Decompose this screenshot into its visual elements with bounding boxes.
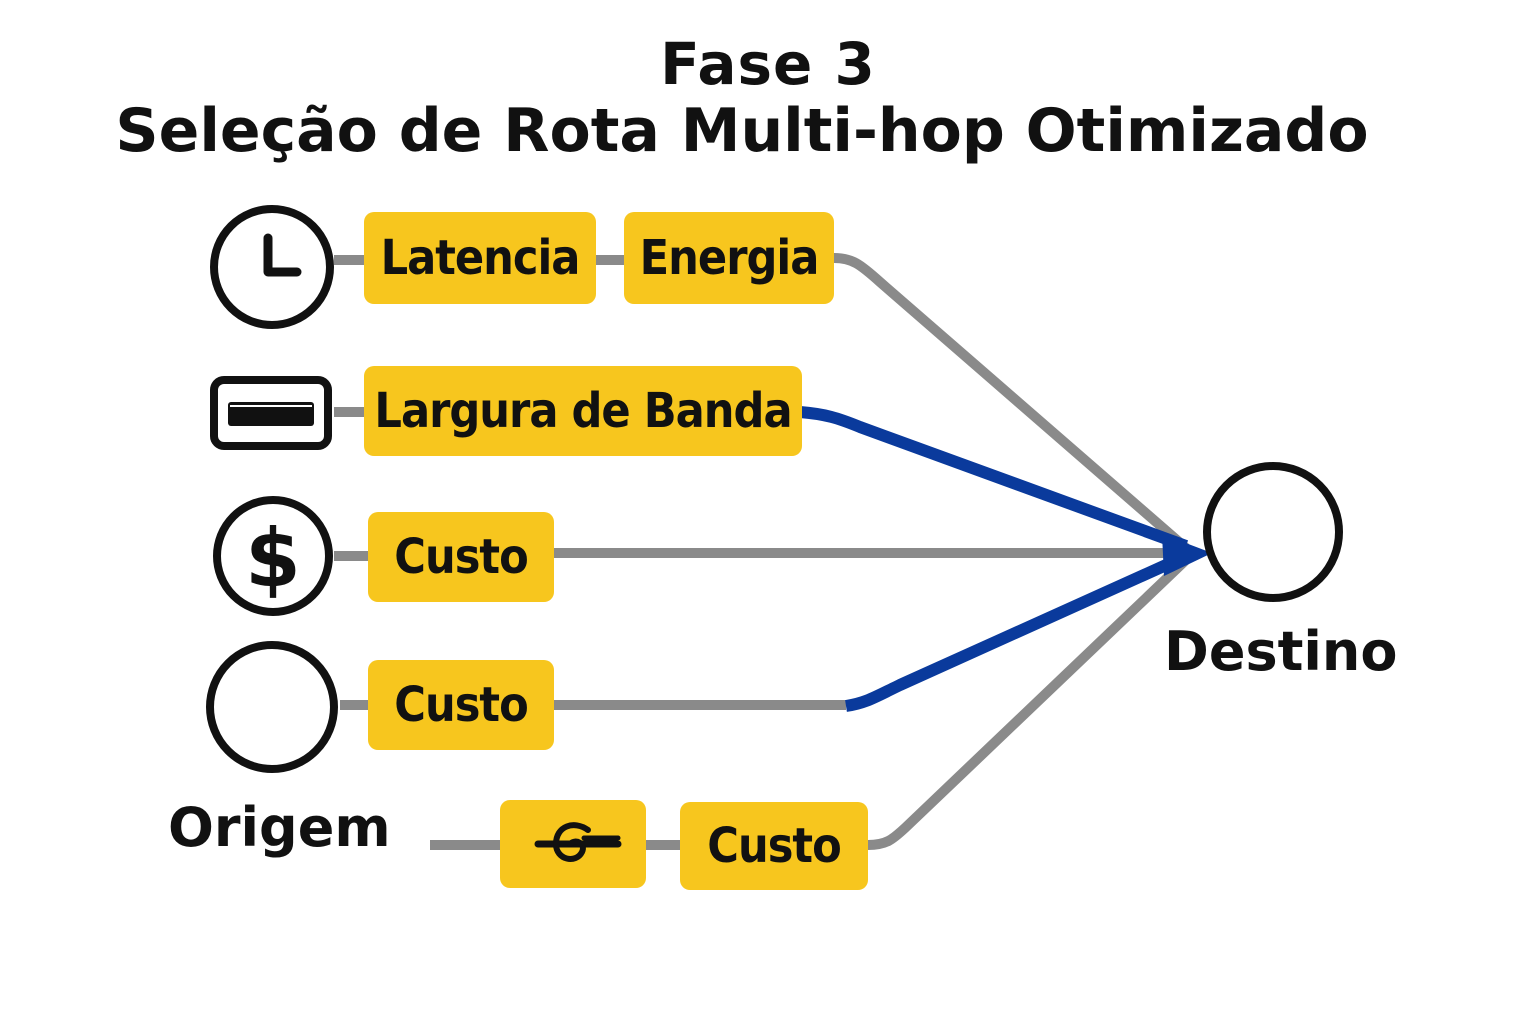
hop-box-cost: Custo	[368, 660, 554, 750]
knot-icon	[534, 822, 622, 862]
route-path-latency	[833, 253, 1190, 552]
hop-box-knot	[500, 800, 646, 888]
dollar-icon: $	[213, 496, 333, 616]
clock-icon	[210, 205, 334, 329]
bandwidth-icon	[210, 376, 332, 450]
svg-text:$: $	[245, 512, 301, 605]
hop-box-cost: Custo	[680, 802, 868, 890]
origin-node-icon	[206, 641, 338, 773]
origin-label: Origem	[168, 796, 391, 859]
route-path-bandwidth-selected	[799, 406, 1189, 552]
diagram-title: Seleção de Rota Multi-hop Otimizado	[115, 96, 1369, 166]
arrowhead	[1162, 534, 1212, 576]
hop-box-energy: Energia	[624, 212, 834, 304]
route-path-knot	[867, 554, 1192, 850]
hop-box-cost: Custo	[368, 512, 554, 602]
route-path-origin-selected	[844, 550, 1189, 712]
hop-box-latency: Latencia	[364, 212, 596, 304]
destination-node	[1203, 462, 1343, 602]
destination-label: Destino	[1164, 620, 1398, 683]
hop-box-bandwidth: Largura de Banda	[364, 366, 802, 456]
diagram-title-phase: Fase 3	[660, 30, 876, 98]
